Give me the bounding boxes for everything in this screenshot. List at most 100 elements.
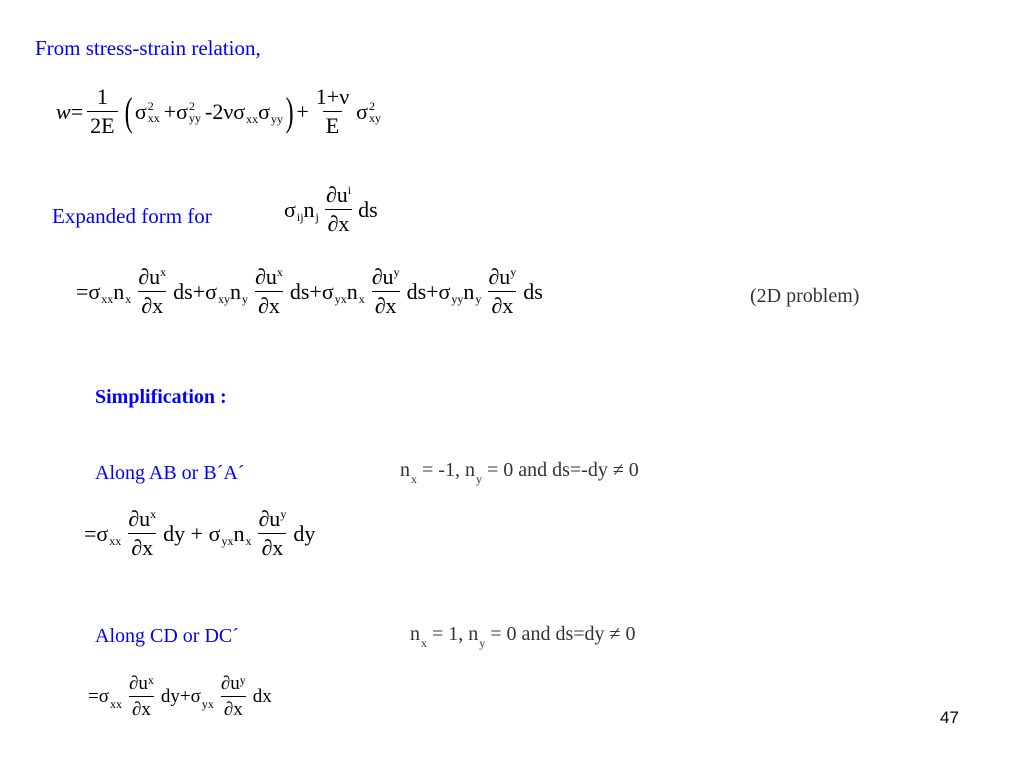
eq-sigma: =σ [76,278,101,304]
note-2d-problem: (2D problem) [750,285,860,307]
along-ab-label: Along AB or B´A´ [95,462,245,484]
right-paren: ) [285,88,294,134]
eq-sigma: =σ [88,686,109,707]
subscript-xy: xy [217,291,230,306]
n-symbol: n [229,278,241,304]
subscript-j: j [315,209,319,224]
condition-cd: nx = 1, ny = 0 and ds=dy ≠ 0 [410,623,636,650]
script-xy-sq: 2 xy [369,100,381,124]
condition-part: = 1, [427,623,469,645]
subscript: xx [147,110,160,125]
simplification-heading: Simplification : [95,386,227,408]
fraction-one-over-2e: 1 2E [87,84,118,137]
numerator: 1+ν [315,84,350,109]
script-xx-sq: 2 xx [148,100,160,124]
dx-term: dx [252,686,272,707]
eq-sigma: =σ [84,520,109,546]
subscript-x: x [421,636,427,650]
condition-part: = 0 and ds=-dy ≠ 0 [481,459,639,481]
subscript-yy: yy [451,291,464,306]
w-symbol: w [56,98,71,124]
condition-part: = 0 and ds=dy ≠ 0 [485,623,636,645]
along-cd-label: Along CD or DC´ [95,625,239,647]
denominator: E [322,111,343,137]
left-paren: ( [124,88,133,134]
denominator: ∂x [254,291,283,317]
plus-sign: + [296,98,309,124]
sigma-symbol: σ [356,98,368,124]
superscript: 2 [189,98,196,113]
superscript: 2 [147,98,154,113]
page-number: 47 [940,708,959,727]
dy-term: dy [293,520,316,546]
subscript-xx: xx [109,533,122,548]
subscript-xx: xx [246,111,259,126]
sigma-symbol: σ [134,98,147,124]
ds-term: ds [358,196,378,222]
condition-ab: nx = -1, ny = 0 and ds=-dy ≠ 0 [400,459,639,486]
subscript-yx: yx [221,533,234,548]
denominator: ∂x [128,696,154,719]
ds-term: ds [523,278,543,304]
subscript-x: x [245,533,252,548]
minus-2nu-sigma: -2νσ [205,98,246,124]
denominator: ∂x [258,533,287,559]
denominator: ∂x [128,533,157,559]
script-yy-sq: 2 yy [189,100,201,124]
denominator: ∂x [138,291,167,317]
n-symbol: n [303,196,315,222]
subscript-x: x [411,472,417,486]
n-symbol: n [463,278,475,304]
subscript-y: y [241,291,248,306]
dy-plus-sigma: dy + σ [163,520,221,546]
subscript-ij: ij [296,209,304,224]
ds-plus-sigma: ds+σ [289,278,334,304]
equals-sign: = [70,98,84,124]
subscript-y: y [475,472,482,486]
subscript-yy: yy [271,111,284,126]
n-symbol: n [113,278,125,304]
subscript: yy [189,110,202,125]
sigma-symbol: σ [258,98,271,124]
condition-part: = -1, [417,459,465,481]
denominator: 2E [87,111,118,137]
equation-strain-energy: w = 1 2E ( σ 2 xx +σ 2 yy -2νσ xx σ yy )… [56,86,381,137]
subscript: xy [369,110,381,125]
subscript-x: x [125,291,132,306]
denominator: ∂x [324,209,353,235]
denominator: ∂x [220,696,246,719]
denominator: ∂x [371,291,400,317]
dy-plus-sigma: dy+σ [160,686,201,707]
subscript-x: x [358,291,365,306]
subscript-yx: yx [334,291,347,306]
n-symbol: n [468,623,479,645]
fraction-one-plus-nu-over-e: 1+ν E [313,86,352,137]
subscript-yx: yx [201,696,214,711]
ds-plus-sigma: ds+σ [173,278,217,304]
subscript-y: y [475,291,482,306]
numerator: 1 [96,84,108,109]
heading: From stress-strain relation, [35,36,261,60]
expanded-form-label: Expanded form for [52,204,212,228]
